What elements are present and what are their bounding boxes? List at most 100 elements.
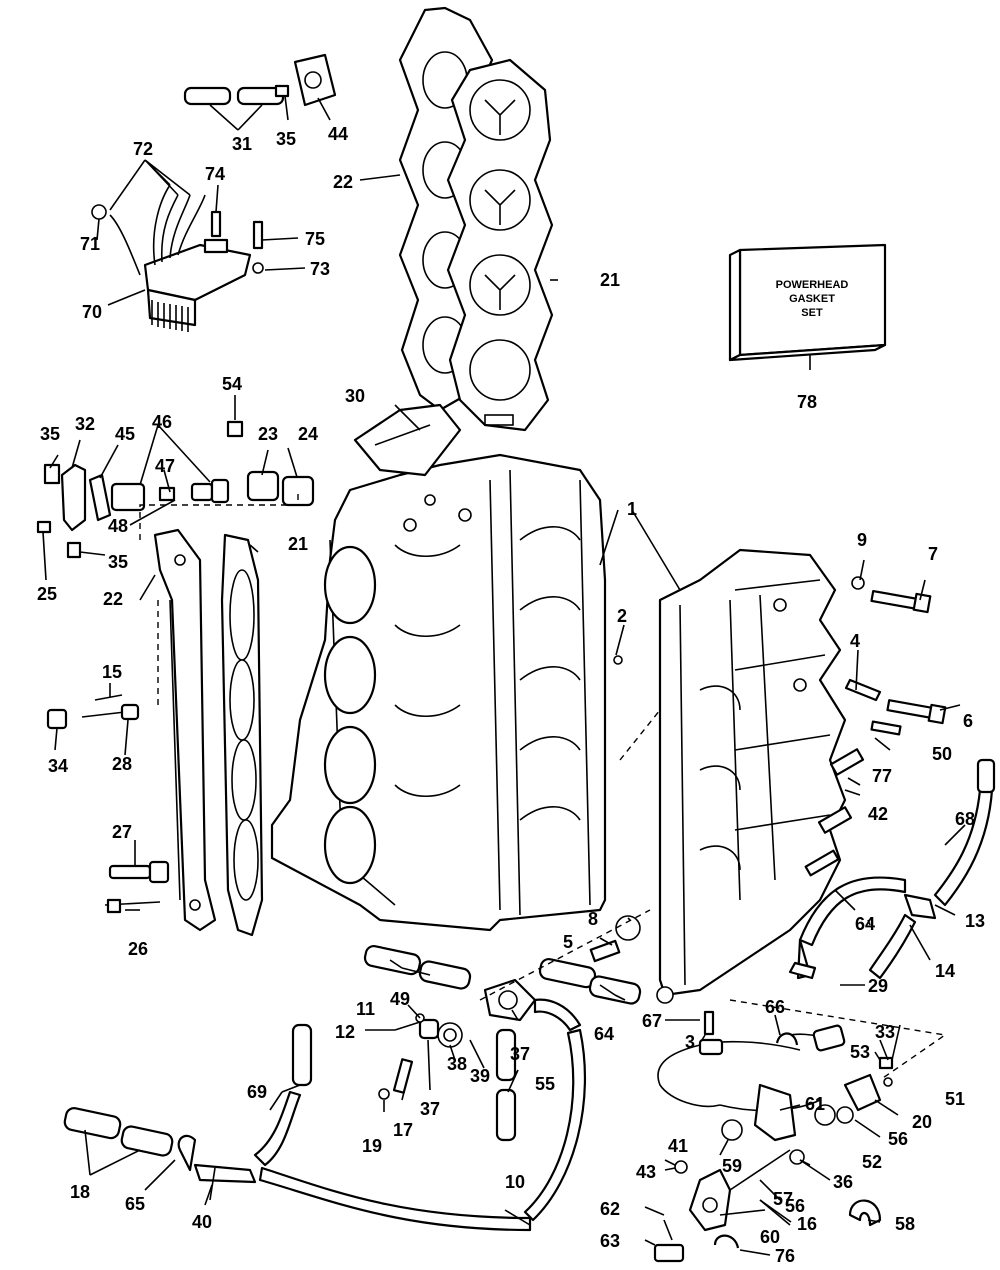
callout-71: 71 <box>80 234 100 254</box>
callout-labels: 1 2 3 4 5 6 7 8 9 10 11 12 13 14 15 16 1… <box>37 124 985 1266</box>
rectifier-assembly <box>91 184 264 332</box>
callout-56-right: 56 <box>888 1129 908 1149</box>
callout-72: 72 <box>133 139 153 159</box>
callout-42: 42 <box>868 804 888 824</box>
callout-8: 8 <box>588 909 598 929</box>
callout-30: 30 <box>345 386 365 406</box>
callout-76: 76 <box>775 1246 795 1266</box>
gasket-box-line2: GASKET <box>789 293 835 305</box>
callout-24: 24 <box>298 424 318 444</box>
callout-70: 70 <box>82 302 102 322</box>
head-gasket-top <box>446 58 554 432</box>
leader-lines <box>42 95 966 1256</box>
callout-11: 11 <box>356 999 375 1019</box>
left-hardware <box>46 694 170 914</box>
callout-44: 44 <box>328 124 348 144</box>
callout-56-left: 56 <box>785 1196 805 1216</box>
callout-69: 69 <box>247 1082 267 1102</box>
callout-20: 20 <box>912 1112 932 1132</box>
callout-37-right: 37 <box>510 1044 530 1064</box>
callout-77: 77 <box>872 766 892 786</box>
callout-1: 1 <box>627 499 637 519</box>
callout-29: 29 <box>868 976 888 996</box>
callout-26: 26 <box>128 939 148 959</box>
callout-27: 27 <box>112 822 132 842</box>
callout-18: 18 <box>70 1182 90 1202</box>
callout-28: 28 <box>112 754 132 774</box>
sensor-group <box>653 758 996 1263</box>
water-fittings <box>378 978 537 1100</box>
callout-23: 23 <box>258 424 278 444</box>
callout-62: 62 <box>600 1199 620 1219</box>
callout-21-left: 21 <box>288 534 308 554</box>
callout-48: 48 <box>108 516 128 536</box>
callout-33: 33 <box>875 1022 895 1042</box>
callout-43: 43 <box>636 1162 656 1182</box>
callout-45: 45 <box>115 424 135 444</box>
callout-32: 32 <box>75 414 95 434</box>
callout-12: 12 <box>335 1022 355 1042</box>
callout-3: 3 <box>685 1032 695 1052</box>
callout-65: 65 <box>125 1194 145 1214</box>
callout-38: 38 <box>447 1054 467 1074</box>
callout-35-top: 35 <box>276 129 296 149</box>
dashed-reference-lines <box>139 490 947 1081</box>
callout-52: 52 <box>862 1152 882 1172</box>
callout-40: 40 <box>192 1212 212 1232</box>
callout-7: 7 <box>928 544 938 564</box>
callout-6: 6 <box>963 711 973 731</box>
callout-68: 68 <box>955 809 975 829</box>
callout-36: 36 <box>833 1172 853 1192</box>
thermostat-parts <box>36 403 462 559</box>
callout-4: 4 <box>850 631 860 651</box>
callout-63: 63 <box>600 1231 620 1251</box>
callout-10: 10 <box>505 1172 525 1192</box>
callout-41: 41 <box>668 1136 688 1156</box>
cylinder-block <box>270 453 607 932</box>
crankcase <box>656 548 847 1004</box>
callout-37-left: 37 <box>420 1099 440 1119</box>
callout-35-left: 35 <box>40 424 60 444</box>
hoses-and-cover-top <box>183 53 337 107</box>
gasket-box-line3: SET <box>801 307 823 319</box>
callout-51: 51 <box>945 1089 965 1109</box>
callout-75: 75 <box>305 229 325 249</box>
callout-50: 50 <box>932 744 952 764</box>
powerhead-gasket-set-box: POWERHEAD GASKET SET <box>728 243 887 362</box>
callout-17: 17 <box>393 1120 413 1140</box>
callout-61: 61 <box>805 1094 825 1114</box>
callout-21-top: 21 <box>600 270 620 290</box>
callout-9: 9 <box>857 530 867 550</box>
callout-57: 57 <box>773 1189 793 1209</box>
callout-13: 13 <box>965 911 985 931</box>
callout-58: 58 <box>895 1214 915 1234</box>
callout-15: 15 <box>102 662 122 682</box>
callout-22-top: 22 <box>333 172 353 192</box>
callout-64-right: 64 <box>855 914 875 934</box>
callout-78: 78 <box>797 392 817 412</box>
callout-25: 25 <box>37 584 57 604</box>
callout-16: 16 <box>797 1214 817 1234</box>
callout-60: 60 <box>760 1227 780 1247</box>
callout-14: 14 <box>935 961 955 981</box>
callout-55: 55 <box>535 1074 555 1094</box>
hoses-bottom <box>63 944 642 1232</box>
callout-5: 5 <box>563 932 573 952</box>
callout-54: 54 <box>222 374 242 394</box>
callout-39: 39 <box>470 1066 490 1086</box>
callout-47: 47 <box>155 456 175 476</box>
callout-35-lower: 35 <box>108 552 128 572</box>
callout-34: 34 <box>48 756 68 776</box>
callout-49: 49 <box>390 989 410 1009</box>
callout-31: 31 <box>232 134 252 154</box>
right-fasteners <box>589 576 947 963</box>
gasket-box-line1: POWERHEAD <box>776 279 849 291</box>
callout-46: 46 <box>152 412 172 432</box>
callout-2: 2 <box>617 606 627 626</box>
callout-67: 67 <box>642 1011 662 1031</box>
callout-19: 19 <box>362 1136 382 1156</box>
callout-53: 53 <box>850 1042 870 1062</box>
callout-73: 73 <box>310 259 330 279</box>
callout-59: 59 <box>722 1156 742 1176</box>
